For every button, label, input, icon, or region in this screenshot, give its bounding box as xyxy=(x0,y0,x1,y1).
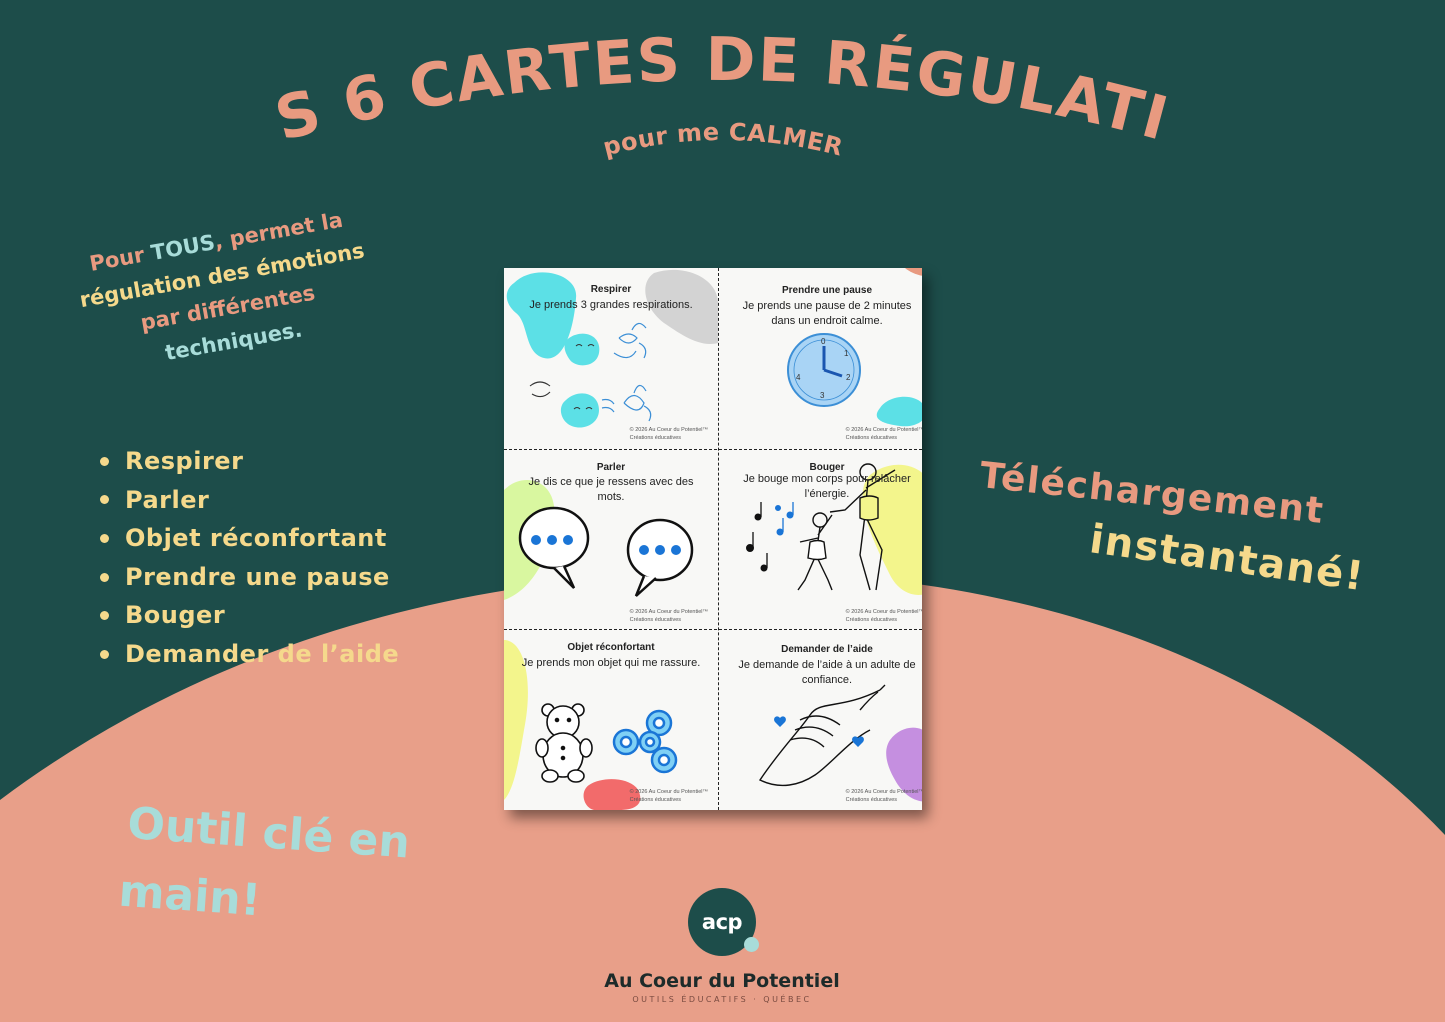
page-title: MES 6 CARTES DE RÉGULATION xyxy=(0,0,1176,155)
brand-name: Au Coeur du Potentiel xyxy=(604,970,840,992)
card-copyright-line: © 2026 Au Coeur du Potentiel™ xyxy=(629,789,708,795)
card-copyright: © 2026 Au Coeur du Potentiel™ Créations é… xyxy=(630,426,708,442)
technique-list: Respirer Parler Objet réconfortant Prend… xyxy=(100,442,399,674)
card-art xyxy=(746,463,922,595)
card-title: Objet réconfortant xyxy=(567,642,655,653)
card-art xyxy=(506,269,718,428)
technique-item: Respirer xyxy=(100,442,399,481)
card-title: Parler xyxy=(596,462,626,473)
card-text: Je prends mon objet qui me rassure. xyxy=(521,657,701,669)
logo-dot xyxy=(744,937,759,952)
dancing-people-icon xyxy=(797,463,896,591)
cut-line-vertical xyxy=(718,268,719,810)
card-art: 0 1 2 3 4 xyxy=(787,268,922,427)
card-objet-reconfortant: Objet réconfortant Je prends mon objet q… xyxy=(504,630,718,810)
card-copyright: © 2026 Au Coeur du Potentiel™ Créations é… xyxy=(846,788,922,804)
speech-bubble-icon xyxy=(626,518,694,597)
card-text: Je prends 3 grandes respirations. xyxy=(529,299,693,311)
flower-icon xyxy=(613,322,647,359)
card-credits-line: Créations éducatives xyxy=(845,435,898,441)
technique-item: Parler xyxy=(100,481,399,520)
cut-line-horizontal xyxy=(504,449,922,450)
technique-item: Objet réconfortant xyxy=(100,519,399,558)
teddy-bear-icon xyxy=(535,703,593,783)
card-demander-de-laide: Demander de l’aide Je demande de l’aide … xyxy=(720,630,922,810)
card-credits-line: Créations éducatives xyxy=(845,617,898,623)
card-copyright-line: © 2026 Au Coeur du Potentiel™ xyxy=(845,609,922,615)
speech-bubble-icon xyxy=(518,506,590,589)
fidget-spinner-icon xyxy=(612,709,678,774)
music-notes-icon xyxy=(746,502,794,572)
heart-icon xyxy=(852,736,864,747)
card-sheet-preview: Respirer Je prends 3 grandes respiration… xyxy=(504,268,922,810)
turnkey-promo: Outil clé en main! xyxy=(117,790,450,948)
clock-numeral: 4 xyxy=(796,373,801,382)
card-parler: Parler Je dis ce que je ressens avec des… xyxy=(504,450,718,630)
card-copyright-line: © 2026 Au Coeur du Potentiel™ xyxy=(845,427,922,433)
card-art xyxy=(504,640,678,810)
card-title: Demander de l’aide xyxy=(781,644,873,655)
card-copyright-line: © 2026 Au Coeur du Potentiel™ xyxy=(629,427,708,433)
helping-hands-icon xyxy=(758,684,886,787)
card-title: Bouger xyxy=(809,462,845,473)
card-art xyxy=(504,480,694,600)
instant-download-promo: Téléchargement instantané! xyxy=(977,455,1380,600)
clock-numeral: 2 xyxy=(846,373,851,382)
wind-flower-icon xyxy=(601,384,652,422)
card-copyright: © 2026 Au Coeur du Potentiel™ Créations é… xyxy=(630,788,708,804)
technique-item: Bouger xyxy=(100,596,399,635)
logo-text: acp xyxy=(701,910,743,934)
pitch-pre: Pour xyxy=(87,241,154,276)
page-subtitle: pour me CALMER xyxy=(600,118,846,162)
card-credits-line: Créations éducatives xyxy=(629,435,682,441)
clock-numeral: 3 xyxy=(820,391,825,400)
card-credits-line: Créations éducatives xyxy=(629,797,682,803)
technique-item: Demander de l’aide xyxy=(100,635,399,674)
card-credits-line: Créations éducatives xyxy=(629,617,682,623)
pitch-all: TOUS xyxy=(149,230,217,266)
card-bouger: Bouger Je bouge mon corps pour relâcher … xyxy=(720,450,922,630)
card-copyright-line: © 2026 Au Coeur du Potentiel™ xyxy=(845,789,922,795)
heart-icon xyxy=(774,716,786,727)
promo-download: Téléchargement xyxy=(977,455,1327,533)
card-copyright-line: © 2026 Au Coeur du Potentiel™ xyxy=(629,609,708,615)
brand-tagline: OUTILS ÉDUCATIFS · QUÉBEC xyxy=(632,995,812,1004)
card-copyright: © 2026 Au Coeur du Potentiel™ Créations é… xyxy=(846,426,922,442)
card-title: Prendre une pause xyxy=(781,285,873,296)
card-text: Je demande de l’aide à un adulte de conf… xyxy=(738,659,916,686)
card-text: Je bouge mon corps pour relâcher l’énerg… xyxy=(743,473,911,500)
clock-numeral: 1 xyxy=(844,349,849,358)
card-title: Respirer xyxy=(590,284,632,295)
clock-numeral: 0 xyxy=(821,337,826,346)
clock-icon: 0 1 2 3 4 xyxy=(787,333,861,407)
card-respirer: Respirer Je prends 3 grandes respiration… xyxy=(504,268,718,448)
card-copyright: © 2026 Au Coeur du Potentiel™ Créations é… xyxy=(846,608,922,624)
card-prendre-une-pause: 0 1 2 3 4 Prendre une pause Je prends un… xyxy=(720,268,922,448)
title-block: MES 6 CARTES DE RÉGULATION pour me CALME… xyxy=(0,0,1176,162)
card-text: Je dis ce que je ressens avec des mots. xyxy=(528,476,694,503)
card-art xyxy=(758,684,922,802)
cut-line-horizontal xyxy=(504,629,922,630)
technique-item: Prendre une pause xyxy=(100,558,399,597)
card-credits-line: Créations éducatives xyxy=(845,797,898,803)
cloud-face-icon xyxy=(560,393,599,428)
card-copyright: © 2026 Au Coeur du Potentiel™ Créations é… xyxy=(630,608,708,624)
cloud-face-icon xyxy=(564,333,600,366)
card-text: Je prends une pause de 2 minutes dans un… xyxy=(742,300,912,327)
